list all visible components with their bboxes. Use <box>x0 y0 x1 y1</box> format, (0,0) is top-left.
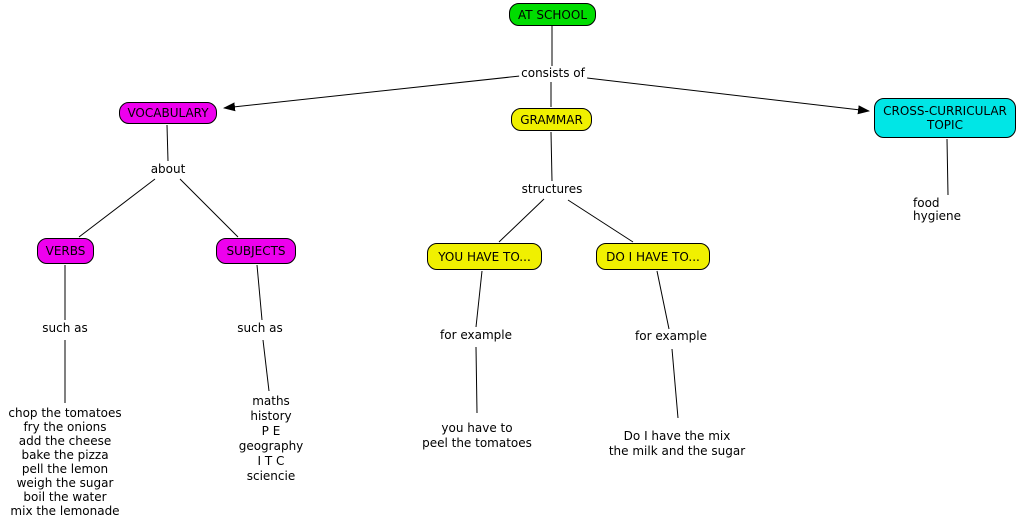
edge-about-verbs <box>78 178 156 238</box>
edge-suchas-subjectlist <box>262 339 270 392</box>
node-vocabulary[interactable]: VOCABULARY <box>119 102 217 124</box>
link-label-for-example-doihaveto[interactable]: for example <box>633 329 709 343</box>
edge-consistsof-vocabulary <box>223 75 521 112</box>
node-you-have-to[interactable]: YOU HAVE TO... <box>427 243 542 270</box>
link-label-such-as-verbs[interactable]: such as <box>40 321 90 335</box>
edge-forexample-exampleright <box>671 348 679 419</box>
link-label-about[interactable]: about <box>148 162 188 176</box>
edge-youhaveto-forexample <box>475 270 483 328</box>
edge-about-subjects <box>179 178 239 238</box>
leaf-verb-examples[interactable]: chop the tomatoes fry the onions add the… <box>8 406 122 518</box>
leaf-subject-examples[interactable]: maths history P E geography I T C scienc… <box>238 394 304 483</box>
edge-grammar-structures <box>550 131 553 182</box>
edge-structures-doihaveto <box>567 199 634 243</box>
node-grammar[interactable]: GRAMMAR <box>511 108 592 131</box>
link-label-structures[interactable]: structures <box>519 182 585 196</box>
node-subjects[interactable]: SUBJECTS <box>216 238 296 264</box>
edge-doihaveto-forexample <box>656 270 670 330</box>
node-do-i-have-to[interactable]: DO I HAVE TO... <box>596 243 710 270</box>
leaf-do-i-have-to-example[interactable]: Do I have the mix the milk and the sugar <box>608 429 746 458</box>
leaf-you-have-to-example[interactable]: you have to peel the tomatoes <box>422 421 532 450</box>
leaf-label-food-hygiene[interactable]: food hygiene <box>911 197 983 223</box>
edge-crosscurricular-foodhygiene <box>946 138 949 196</box>
node-verbs[interactable]: VERBS <box>37 238 94 264</box>
link-label-such-as-subjects[interactable]: such as <box>235 321 285 335</box>
node-at-school[interactable]: AT SCHOOL <box>509 3 596 26</box>
node-cross-curricular-topic[interactable]: CROSS-CURRICULAR TOPIC <box>874 98 1016 138</box>
edge-subjects-suchas <box>256 264 263 321</box>
link-label-for-example-youhaveto[interactable]: for example <box>438 328 514 342</box>
edge-consistsof-crosscurricular <box>586 77 870 115</box>
edge-structures-youhaveto <box>498 198 545 243</box>
link-label-consists-of[interactable]: consists of <box>519 66 587 80</box>
edge-vocabulary-about <box>166 124 169 162</box>
edge-forexample-exampleleft <box>475 346 478 414</box>
